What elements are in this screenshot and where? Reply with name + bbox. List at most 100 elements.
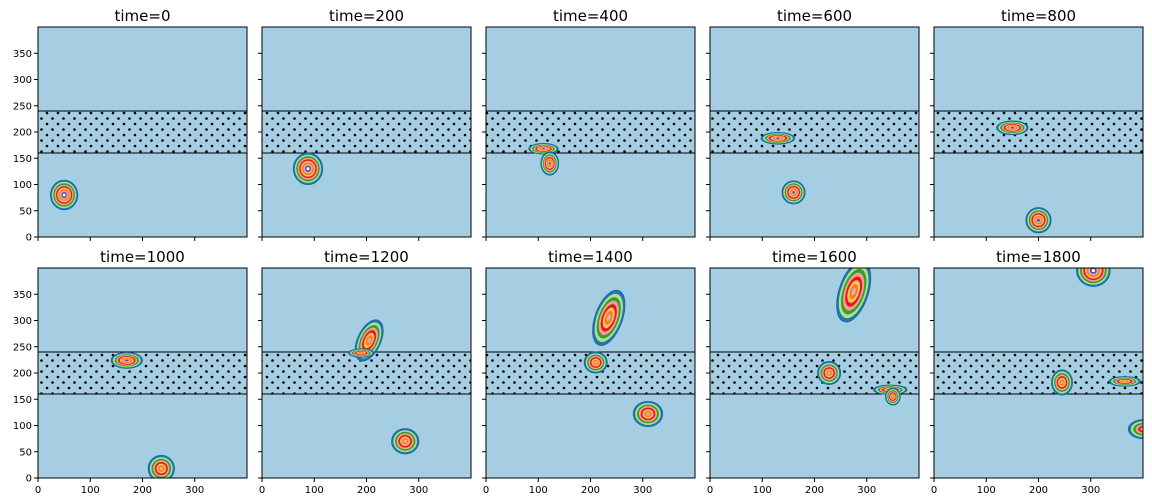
blob bbox=[885, 387, 901, 406]
x-tick-label: 100 bbox=[529, 485, 548, 496]
blob bbox=[147, 454, 175, 478]
band-hatch bbox=[710, 111, 919, 153]
blob bbox=[540, 151, 560, 176]
contour-level bbox=[125, 359, 129, 362]
contour-level bbox=[594, 361, 598, 364]
x-tick-label: 0 bbox=[483, 485, 489, 496]
blob bbox=[592, 289, 626, 346]
contour-level bbox=[1037, 218, 1040, 222]
y-tick-label: 250 bbox=[13, 342, 32, 353]
contour-level bbox=[1122, 380, 1127, 382]
blob bbox=[836, 268, 872, 323]
blob-layer bbox=[760, 132, 806, 205]
contour-level bbox=[403, 439, 407, 443]
blob-layer bbox=[583, 289, 664, 428]
blob bbox=[50, 179, 79, 211]
contour-level bbox=[367, 337, 371, 344]
panel-title: time=800 bbox=[1001, 7, 1076, 25]
x-tick-label: 300 bbox=[409, 485, 428, 496]
contour-level bbox=[159, 466, 163, 471]
panel-title: time=1000 bbox=[100, 248, 185, 266]
contour-level bbox=[606, 314, 611, 322]
blob bbox=[1127, 419, 1143, 440]
y-tick-label: 150 bbox=[13, 154, 32, 165]
blob-layer bbox=[50, 179, 79, 211]
x-tick-label: 0 bbox=[35, 485, 41, 496]
panel-title: time=600 bbox=[777, 7, 852, 25]
x-tick-label: 200 bbox=[581, 485, 600, 496]
y-tick-label: 150 bbox=[13, 395, 32, 406]
blob-layer bbox=[292, 152, 324, 185]
band-hatch bbox=[38, 111, 247, 153]
contour-level bbox=[1091, 269, 1096, 273]
blob-layer bbox=[817, 268, 908, 406]
contour-level bbox=[646, 412, 650, 416]
y-tick-label: 0 bbox=[26, 233, 32, 244]
blob-layer bbox=[528, 143, 560, 176]
y-tick-label: 100 bbox=[13, 180, 32, 191]
band-hatch bbox=[934, 352, 1143, 394]
contour-level bbox=[792, 191, 795, 194]
x-tick-label: 0 bbox=[259, 485, 265, 496]
y-tick-label: 0 bbox=[26, 474, 32, 485]
band-hatch bbox=[486, 111, 695, 153]
blob-layer bbox=[348, 319, 420, 455]
contour-level bbox=[359, 352, 363, 354]
x-tick-label: 200 bbox=[357, 485, 376, 496]
x-tick-label: 200 bbox=[805, 485, 824, 496]
blob bbox=[1076, 268, 1111, 287]
contour-level bbox=[776, 137, 780, 139]
blob bbox=[817, 360, 842, 386]
blob bbox=[996, 120, 1029, 136]
x-tick-label: 200 bbox=[1029, 485, 1048, 496]
blob bbox=[760, 132, 796, 145]
x-tick-label: 300 bbox=[185, 485, 204, 496]
y-tick-label: 200 bbox=[13, 128, 32, 139]
y-tick-label: 100 bbox=[13, 421, 32, 432]
y-tick-label: 300 bbox=[13, 75, 32, 86]
y-tick-label: 250 bbox=[13, 101, 32, 112]
blob bbox=[583, 351, 608, 374]
blob bbox=[110, 352, 143, 369]
x-tick-label: 300 bbox=[857, 485, 876, 496]
panel-title: time=200 bbox=[329, 7, 404, 25]
x-tick-label: 0 bbox=[707, 485, 713, 496]
x-tick-label: 300 bbox=[633, 485, 652, 496]
contour-level bbox=[548, 162, 551, 165]
blob bbox=[1025, 207, 1052, 234]
blob-layer bbox=[996, 120, 1052, 234]
y-tick-label: 350 bbox=[13, 290, 32, 301]
panel: time=600 bbox=[706, 7, 920, 241]
y-tick-label: 300 bbox=[13, 316, 32, 327]
x-tick-label: 200 bbox=[133, 485, 152, 496]
panels-group: time=0 0 50 100 150 200 250 300 350 time=200 time=… bbox=[13, 7, 1144, 496]
contour-level bbox=[1140, 427, 1143, 431]
blob bbox=[348, 348, 375, 358]
blob bbox=[1051, 369, 1073, 396]
y-tick-label: 50 bbox=[19, 447, 32, 458]
contour-level bbox=[827, 371, 831, 375]
band-hatch bbox=[934, 111, 1143, 153]
blob bbox=[391, 428, 420, 455]
contour-level bbox=[62, 193, 66, 197]
panel-title: time=0 bbox=[114, 7, 170, 25]
y-tick-label: 350 bbox=[13, 49, 32, 60]
panel-title: time=1600 bbox=[772, 248, 857, 266]
contour-level bbox=[306, 167, 310, 171]
panel: time=800 bbox=[930, 7, 1144, 241]
contour-level bbox=[1010, 127, 1015, 129]
x-tick-label: 100 bbox=[305, 485, 324, 496]
blob bbox=[528, 143, 559, 155]
x-tick-label: 100 bbox=[977, 485, 996, 496]
blob bbox=[632, 400, 664, 428]
x-tick-label: 0 bbox=[931, 485, 937, 496]
panel-title: time=1800 bbox=[996, 248, 1081, 266]
x-tick-label: 100 bbox=[81, 485, 100, 496]
blob bbox=[781, 180, 806, 205]
contour-level bbox=[1060, 380, 1064, 385]
panel-title: time=1200 bbox=[324, 248, 409, 266]
contour-level bbox=[541, 148, 546, 150]
